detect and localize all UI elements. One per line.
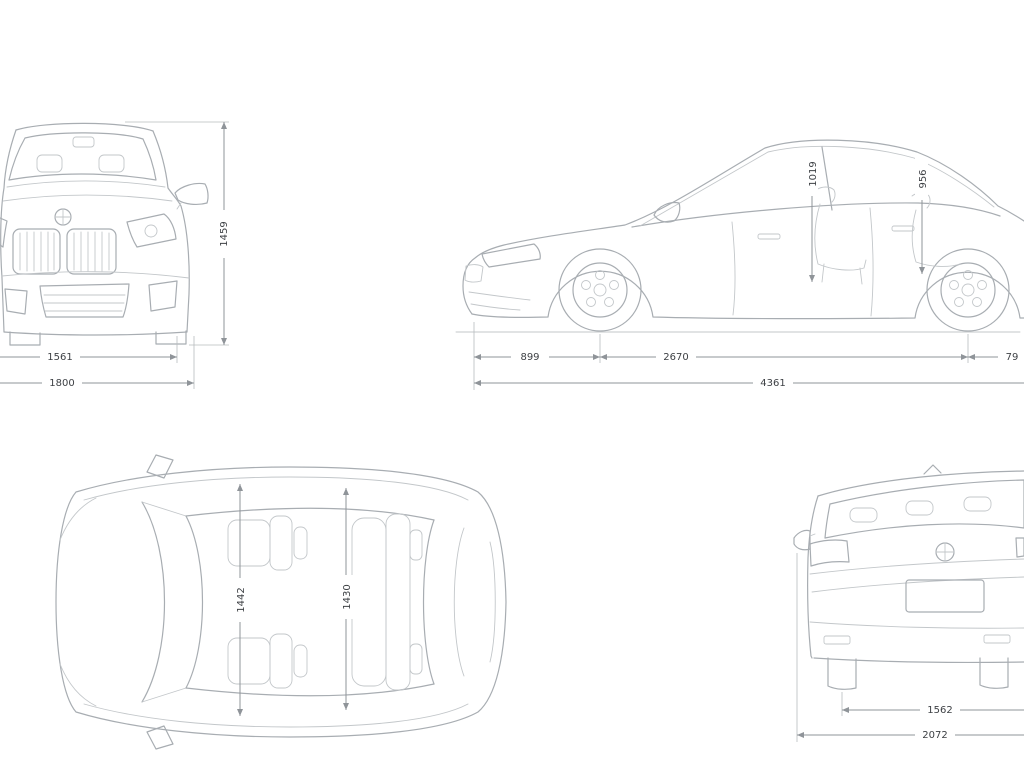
width-with-mirrors-dim-label: 2072 [922,730,947,741]
hood-cowl [141,501,165,703]
rear-overhang-dim-label: 79 [1006,352,1019,363]
rear-window [824,479,1024,539]
top-car-outline [55,454,507,750]
front-interior-width-dim-label: 1442 [236,587,247,612]
front-wheels [9,330,187,346]
side-car-outline [455,139,1024,333]
door-handle [757,233,781,240]
rear-view-drawing: 1562 2072 [793,464,1024,742]
kidney-grille [12,228,117,275]
front-dimensions: 1459 1561 1800 [0,121,230,389]
license-plate [905,579,985,613]
rear-car-outline [793,464,1024,690]
rear-interior-width-dim-label: 1430 [342,584,353,609]
antenna-fin [923,464,942,475]
side-view-drawing: 1019 956 899 2670 79 4361 [455,139,1024,390]
front-height-dim-label: 1459 [219,221,230,246]
roof-edge [185,507,435,521]
headrest [36,154,63,173]
front-air-intake [4,280,178,318]
rear-dimensions: 1562 2072 [796,553,1024,742]
bmw-roundel-icon [935,542,955,562]
side-mirror [174,182,209,210]
headrests [849,496,992,523]
rear-headroom-dim-label: 956 [918,169,929,188]
front-wheel [558,248,642,332]
side-mirror [653,201,681,223]
rear-wheel [926,248,1010,332]
top-dimensions: 1442 1430 [233,484,353,716]
door-seam [731,221,736,316]
front-view-drawing: 1459 1561 1800 [0,121,230,389]
top-view-drawing: 1442 1430 [55,454,507,750]
windshield-top [185,515,204,689]
bmw-roundel-icon [54,208,72,226]
wheelbase-dim-label: 2670 [663,352,688,363]
taillights [809,537,1024,567]
side-dimensions: 1019 956 899 2670 79 4361 [473,152,1024,390]
reflector [983,634,1011,644]
side-mirror [793,529,816,551]
interior-seats [814,186,961,285]
rearview-mirror [72,136,95,148]
door-handle [891,225,915,232]
rear-track-dim-label: 1562 [927,705,952,716]
front-overhang-dim-label: 899 [520,352,539,363]
interior-seats [227,513,423,691]
front-headroom-dim-label: 1019 [808,161,819,186]
headlight [464,243,541,283]
front-width-dim-label: 1800 [49,378,74,389]
rear-wheels [827,657,1009,690]
overall-length-dim-label: 4361 [760,378,785,389]
side-mirror [146,454,174,479]
b-pillar [821,146,833,211]
front-track-dim-label: 1561 [47,352,72,363]
headlight [0,213,177,248]
beltline [631,202,1001,228]
reflector [823,635,851,645]
front-windshield [8,132,157,181]
side-mirror [146,725,174,750]
door-seam [869,207,874,317]
rear-window [422,519,435,685]
front-car-outline [0,122,209,346]
headrest [98,154,125,173]
roof-edge [185,683,435,697]
